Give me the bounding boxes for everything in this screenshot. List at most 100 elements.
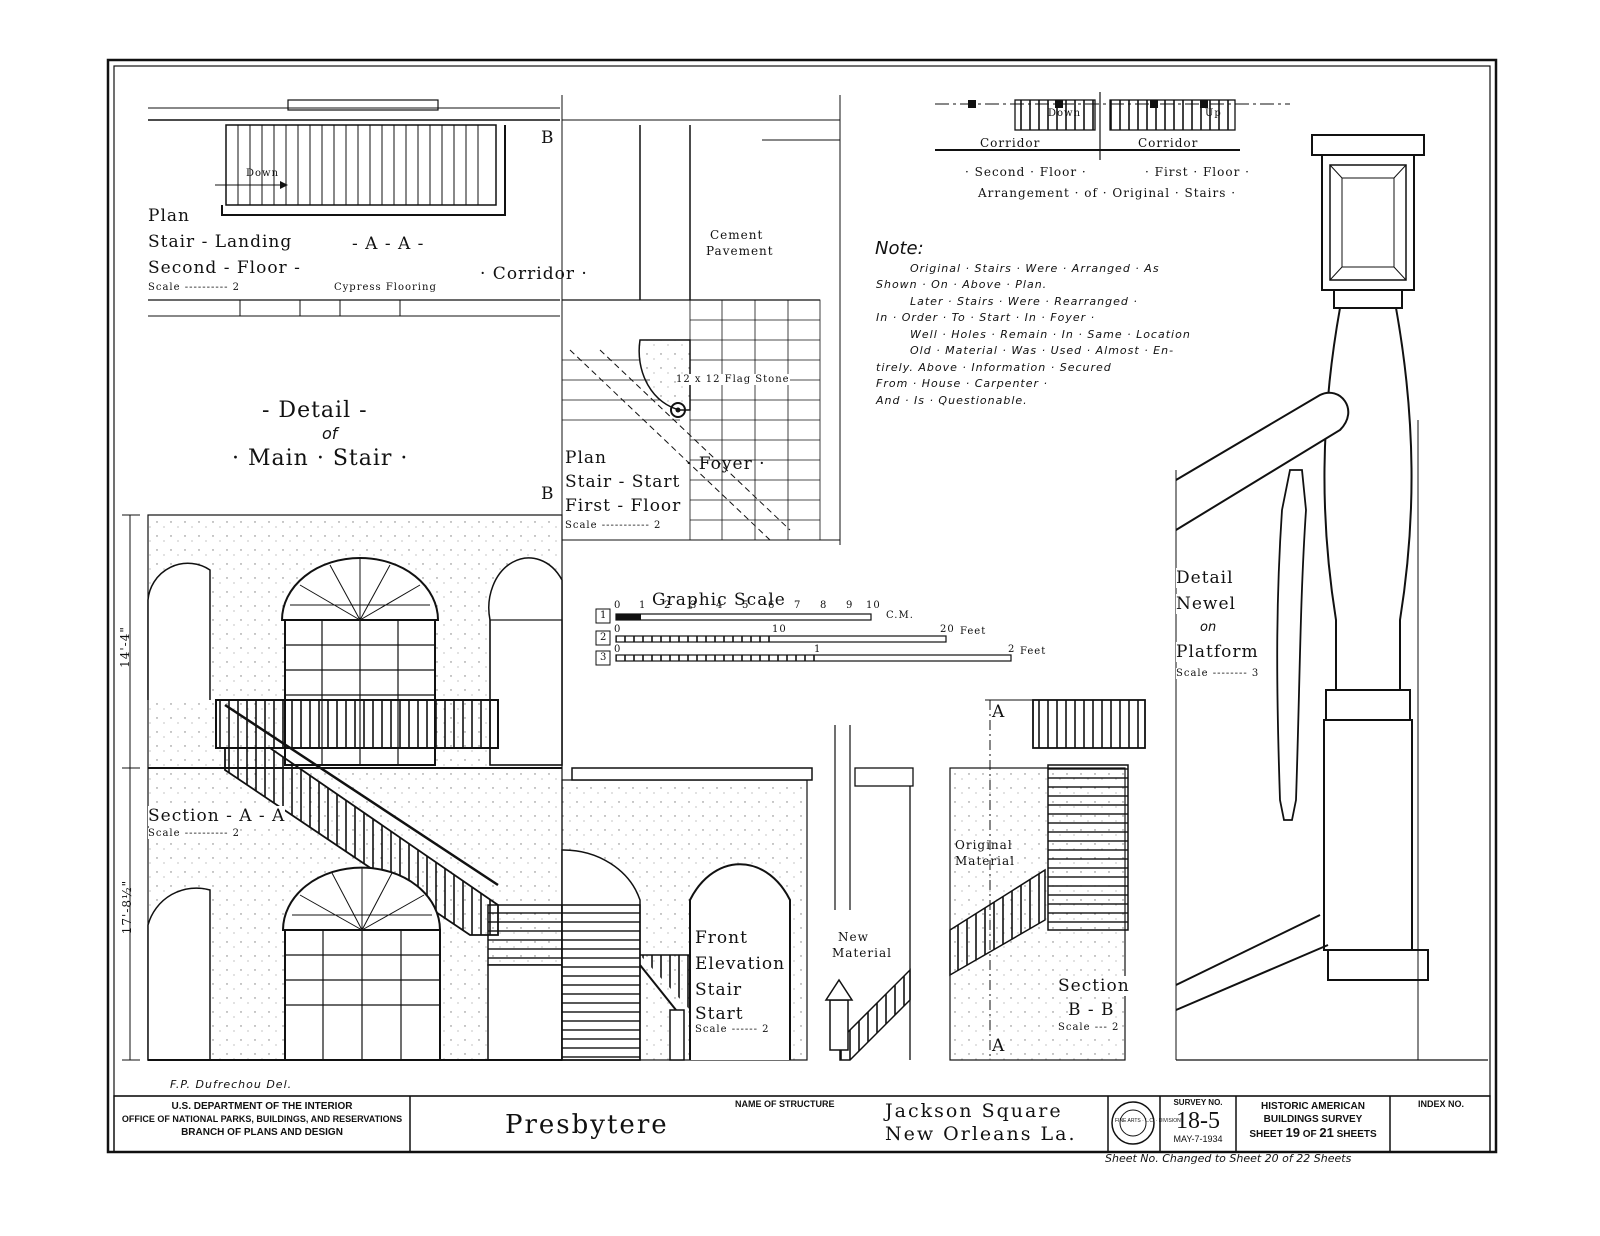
newel-title-3: on xyxy=(1200,620,1217,635)
index-no-label: INDEX NO. xyxy=(1418,1099,1465,1109)
scale-row-1: 1 xyxy=(600,610,608,621)
location-line-1: Jackson Square xyxy=(885,1100,1063,1122)
front-elevation-title-3: Stair xyxy=(695,980,743,1000)
cm-tick-7: 7 xyxy=(794,600,802,611)
seal-text: FINE ARTS · L.C. · DIVISION xyxy=(1115,1118,1181,1124)
note-line-2: Shown · On · Above · Plan. xyxy=(876,278,1048,291)
cm-tick-4: 4 xyxy=(716,600,724,611)
location-line-2: New Orleans La. xyxy=(885,1123,1077,1145)
survey-date: MAY-7-1934 xyxy=(1173,1134,1223,1144)
cm-tick-5: 5 xyxy=(742,600,750,611)
note-line-4: In · Order · To · Start · In · Foyer · xyxy=(876,311,1096,324)
structure-name: Presbytere xyxy=(505,1110,669,1140)
down-label: Down xyxy=(246,168,280,179)
original-material-2: Material xyxy=(955,854,1015,868)
sheet-no: 19 xyxy=(1285,1125,1300,1140)
newel-post-detail xyxy=(1175,134,1488,1061)
cm-tick-6: 6 xyxy=(768,600,776,611)
original-material-stair xyxy=(1047,764,1129,931)
note-line-5: Well · Holes · Remain · In · Same · Loca… xyxy=(910,328,1191,341)
ft2-tick-2: 2 xyxy=(1008,644,1016,655)
note-line-8: From · House · Carpenter · xyxy=(876,377,1049,390)
section-aa-title: Section - A - A xyxy=(148,806,286,826)
fine-arts-seal xyxy=(1111,1101,1155,1145)
scale-row-2: 2 xyxy=(600,632,608,643)
plan-landing-title-1: Plan xyxy=(148,206,190,226)
plan-start-title-3: First - Floor xyxy=(565,496,682,516)
cm-tick-9: 9 xyxy=(846,600,854,611)
detail-main-stair-1: - Detail - xyxy=(262,398,368,423)
section-bb-title-2: B - B xyxy=(1068,1000,1115,1020)
b-mark-lower: B xyxy=(541,484,555,504)
graphic-scale xyxy=(595,608,1012,666)
ft20-unit: Feet xyxy=(960,626,987,637)
corridor-left-label: Corridor xyxy=(980,136,1041,150)
agency-line-3: BRANCH OF PLANS AND DESIGN xyxy=(181,1127,343,1138)
front-elevation-title-1: Front xyxy=(695,928,748,948)
section-mark-aa: - A - A - xyxy=(352,234,425,254)
cement-label-2: Pavement xyxy=(706,244,774,258)
agency-line-1: U.S. DEPARTMENT OF THE INTERIOR xyxy=(171,1101,353,1112)
footer-note: Sheet No. Changed to Sheet 20 of 22 Shee… xyxy=(1105,1152,1352,1165)
scale-row-3: 3 xyxy=(600,652,608,663)
section-mark-a-lower: A xyxy=(992,1036,1006,1056)
balcony-railing xyxy=(215,699,499,749)
cm-unit: C.M. xyxy=(886,610,914,621)
arrangement-down-label: Down xyxy=(1048,108,1082,119)
section-aa-scale: Scale ---------- 2 xyxy=(148,828,241,839)
newel-title-1: Detail xyxy=(1176,568,1234,588)
note-line-3: Later · Stairs · Were · Rearranged · xyxy=(910,295,1138,308)
note-line-6: Old · Material · Was · Used · Almost · E… xyxy=(910,344,1175,357)
dim-lower: 17'-8½" xyxy=(120,879,135,935)
section-bb-title-1: Section xyxy=(1058,976,1130,996)
newel-scale: Scale -------- 3 xyxy=(1176,668,1260,679)
upper-balcony-section xyxy=(1032,699,1146,749)
name-of-structure-label: NAME OF STRUCTURE xyxy=(735,1099,835,1109)
note-heading: Note: xyxy=(875,238,924,259)
foyer-label: · Foyer · xyxy=(686,454,766,474)
arrangement-up-label: Up xyxy=(1205,108,1222,119)
cypress-flooring-label: Cypress Flooring xyxy=(334,282,437,293)
newel-title-2: Newel xyxy=(1176,594,1236,614)
plan-start-scale: Scale ----------- 2 xyxy=(565,520,662,531)
detail-main-stair-3: · Main · Stair · xyxy=(232,446,409,471)
cm-tick-2: 2 xyxy=(664,600,672,611)
original-material-1: Original xyxy=(955,838,1013,852)
flagstone-label: 12 x 12 Flag Stone xyxy=(676,374,790,385)
of-word: OF xyxy=(1302,1129,1317,1140)
ft2-tick-1: 1 xyxy=(814,644,822,655)
front-elevation-title-2: Elevation xyxy=(695,954,786,974)
habs-block: HISTORIC AMERICAN BUILDINGS SURVEY SHEET… xyxy=(1236,1100,1390,1141)
cm-tick-0: 0 xyxy=(614,600,622,611)
first-floor-label: · First · Floor · xyxy=(1145,165,1250,179)
plan-stair-start xyxy=(561,95,841,545)
sheet-count: SHEET 19 OF 21 SHEETS xyxy=(1236,1126,1390,1141)
cm-tick-8: 8 xyxy=(820,600,828,611)
note-line-9: And · Is · Questionable. xyxy=(876,394,1028,407)
ft20-tick-20: 20 xyxy=(940,624,955,635)
cement-label-1: Cement xyxy=(710,228,764,242)
cm-tick-3: 3 xyxy=(690,600,698,611)
plan-landing-title-3: Second - Floor - xyxy=(148,258,301,278)
ft20-tick-0: 0 xyxy=(614,624,622,635)
note-line-1: Original · Stairs · Were · Arranged · As xyxy=(910,262,1160,275)
cm-tick-1: 1 xyxy=(639,600,647,611)
new-material-2: Material xyxy=(832,946,892,960)
plan-stair-landing xyxy=(148,99,560,317)
ft2-tick-0: 0 xyxy=(614,644,622,655)
handrail xyxy=(1175,391,1350,531)
plan-landing-title-2: Stair - Landing xyxy=(148,232,293,252)
plan-start-title-1: Plan xyxy=(565,448,607,468)
flagstone-grid xyxy=(689,299,821,541)
survey-block: SURVEY NO. 18-5 MAY-7-1934 xyxy=(1160,1098,1236,1145)
scale-bar-cm xyxy=(615,613,872,621)
section-bb-scale: Scale --- 2 xyxy=(1058,1022,1120,1033)
ft2-unit: Feet xyxy=(1020,646,1047,657)
sheets-word: SHEETS xyxy=(1336,1129,1377,1140)
graphic-scale-title: Graphic Scale xyxy=(652,590,786,610)
survey-no-label: SURVEY NO. xyxy=(1173,1098,1223,1107)
plan-start-title-2: Stair - Start xyxy=(565,472,681,492)
sheet-total: 21 xyxy=(1319,1125,1334,1140)
newel-turned-shaft xyxy=(1323,307,1413,691)
corridor-label: · Corridor · xyxy=(480,264,588,284)
